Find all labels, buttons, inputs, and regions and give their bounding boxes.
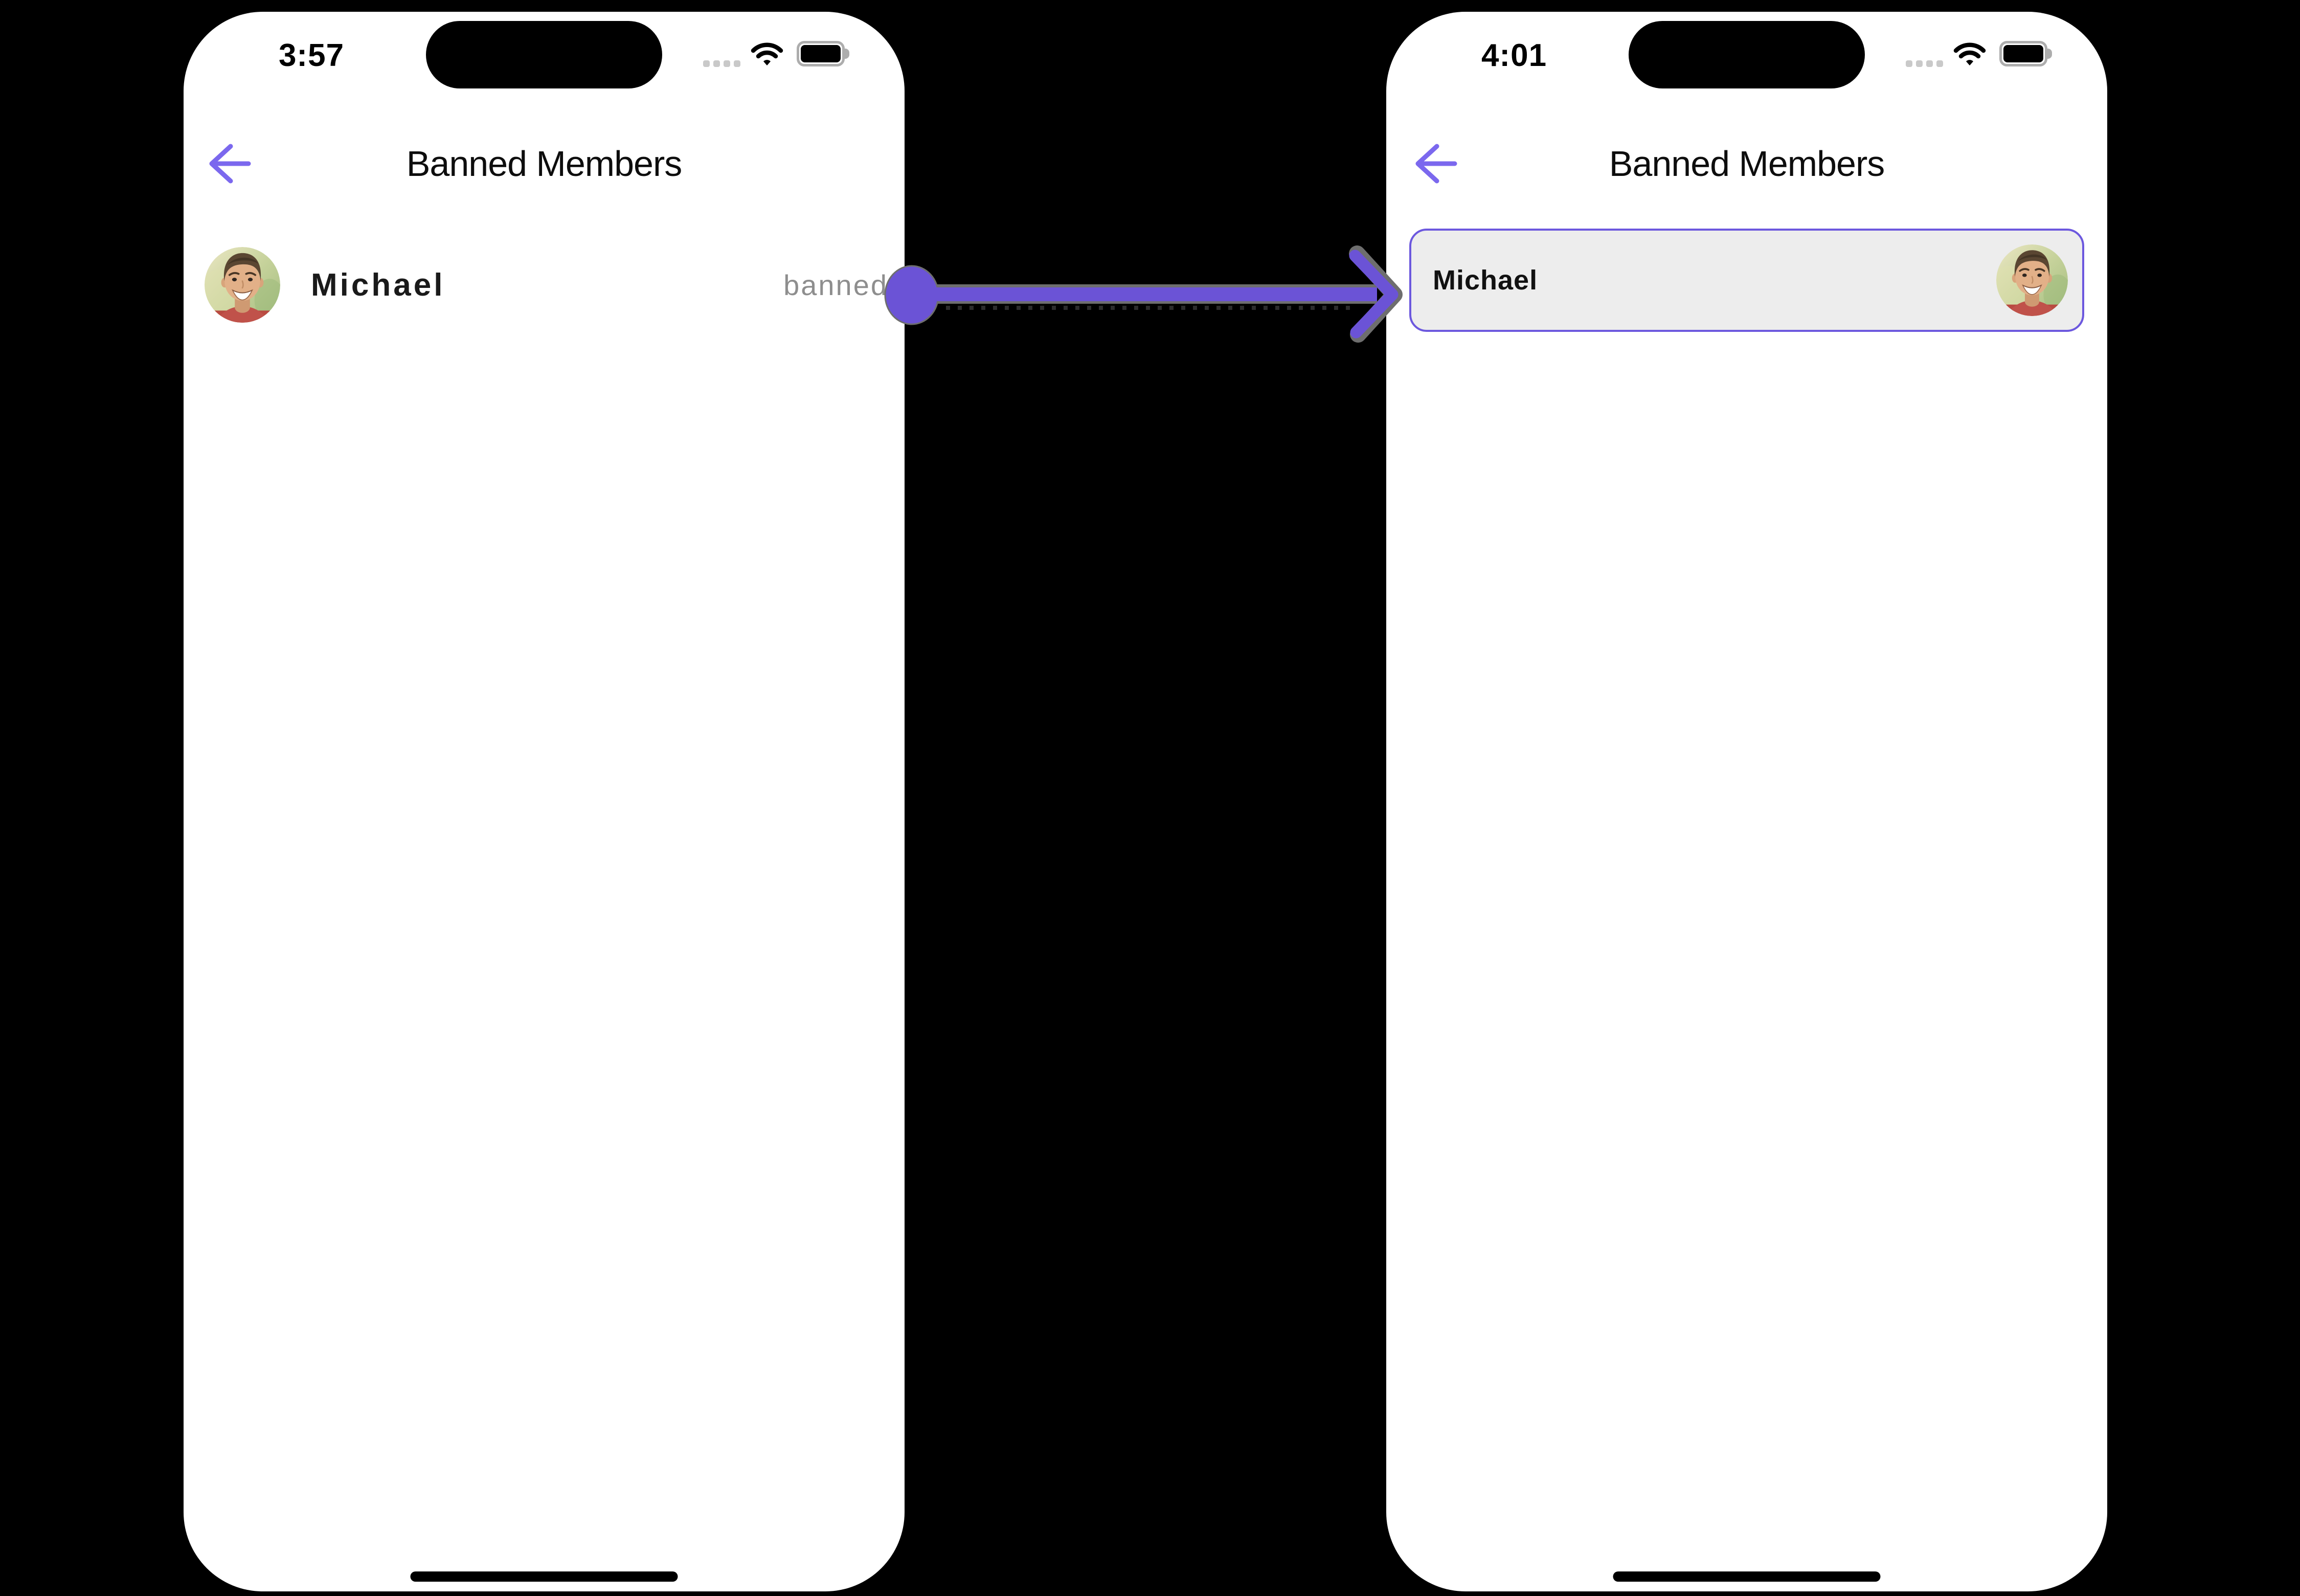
wifi-icon [1953, 42, 1986, 65]
battery-icon [1999, 41, 2047, 66]
status-time: 3:57 [278, 38, 345, 73]
back-button[interactable] [208, 143, 252, 185]
back-arrow-icon [209, 144, 251, 184]
back-button[interactable] [1414, 143, 1458, 185]
back-arrow-icon [1415, 144, 1457, 184]
signal-dot [734, 60, 740, 67]
signal-dot [713, 60, 720, 67]
signal-dot [1906, 60, 1912, 67]
member-name: Michael [311, 267, 445, 303]
battery-icon [797, 41, 845, 66]
signal-dot [1926, 60, 1933, 67]
signal-dot [703, 60, 710, 67]
phone-screen-after: 4:01 Banned Members Michael [1386, 12, 2107, 1591]
signal-dot [1936, 60, 1943, 67]
phone-screen-before: 3:57 Banned Members Michael ba [184, 12, 905, 1591]
page-title: Banned Members [406, 144, 683, 184]
member-name: Michael [1433, 265, 1538, 296]
dynamic-island [1629, 21, 1865, 88]
person-photo-icon [1996, 244, 2068, 316]
banned-status-label: banned [783, 268, 888, 301]
person-photo-icon [205, 247, 280, 323]
home-indicator[interactable] [410, 1571, 678, 1582]
dynamic-island [426, 21, 662, 88]
status-time: 4:01 [1481, 38, 1547, 73]
wifi-icon [751, 42, 783, 65]
banned-member-row[interactable]: Michael banned [205, 247, 888, 323]
signal-dot [724, 60, 730, 67]
transition-arrow-icon [884, 245, 1403, 343]
cellular-signal-icon [703, 60, 740, 67]
member-avatar [205, 247, 280, 323]
page-title: Banned Members [1609, 144, 1885, 184]
signal-dot [1916, 60, 1923, 67]
member-avatar [1996, 244, 2068, 316]
cellular-signal-icon [1906, 60, 1943, 67]
battery-fill [801, 45, 841, 62]
home-indicator[interactable] [1613, 1571, 1881, 1582]
banned-member-card[interactable]: Michael [1409, 229, 2084, 332]
battery-fill [2003, 45, 2043, 62]
